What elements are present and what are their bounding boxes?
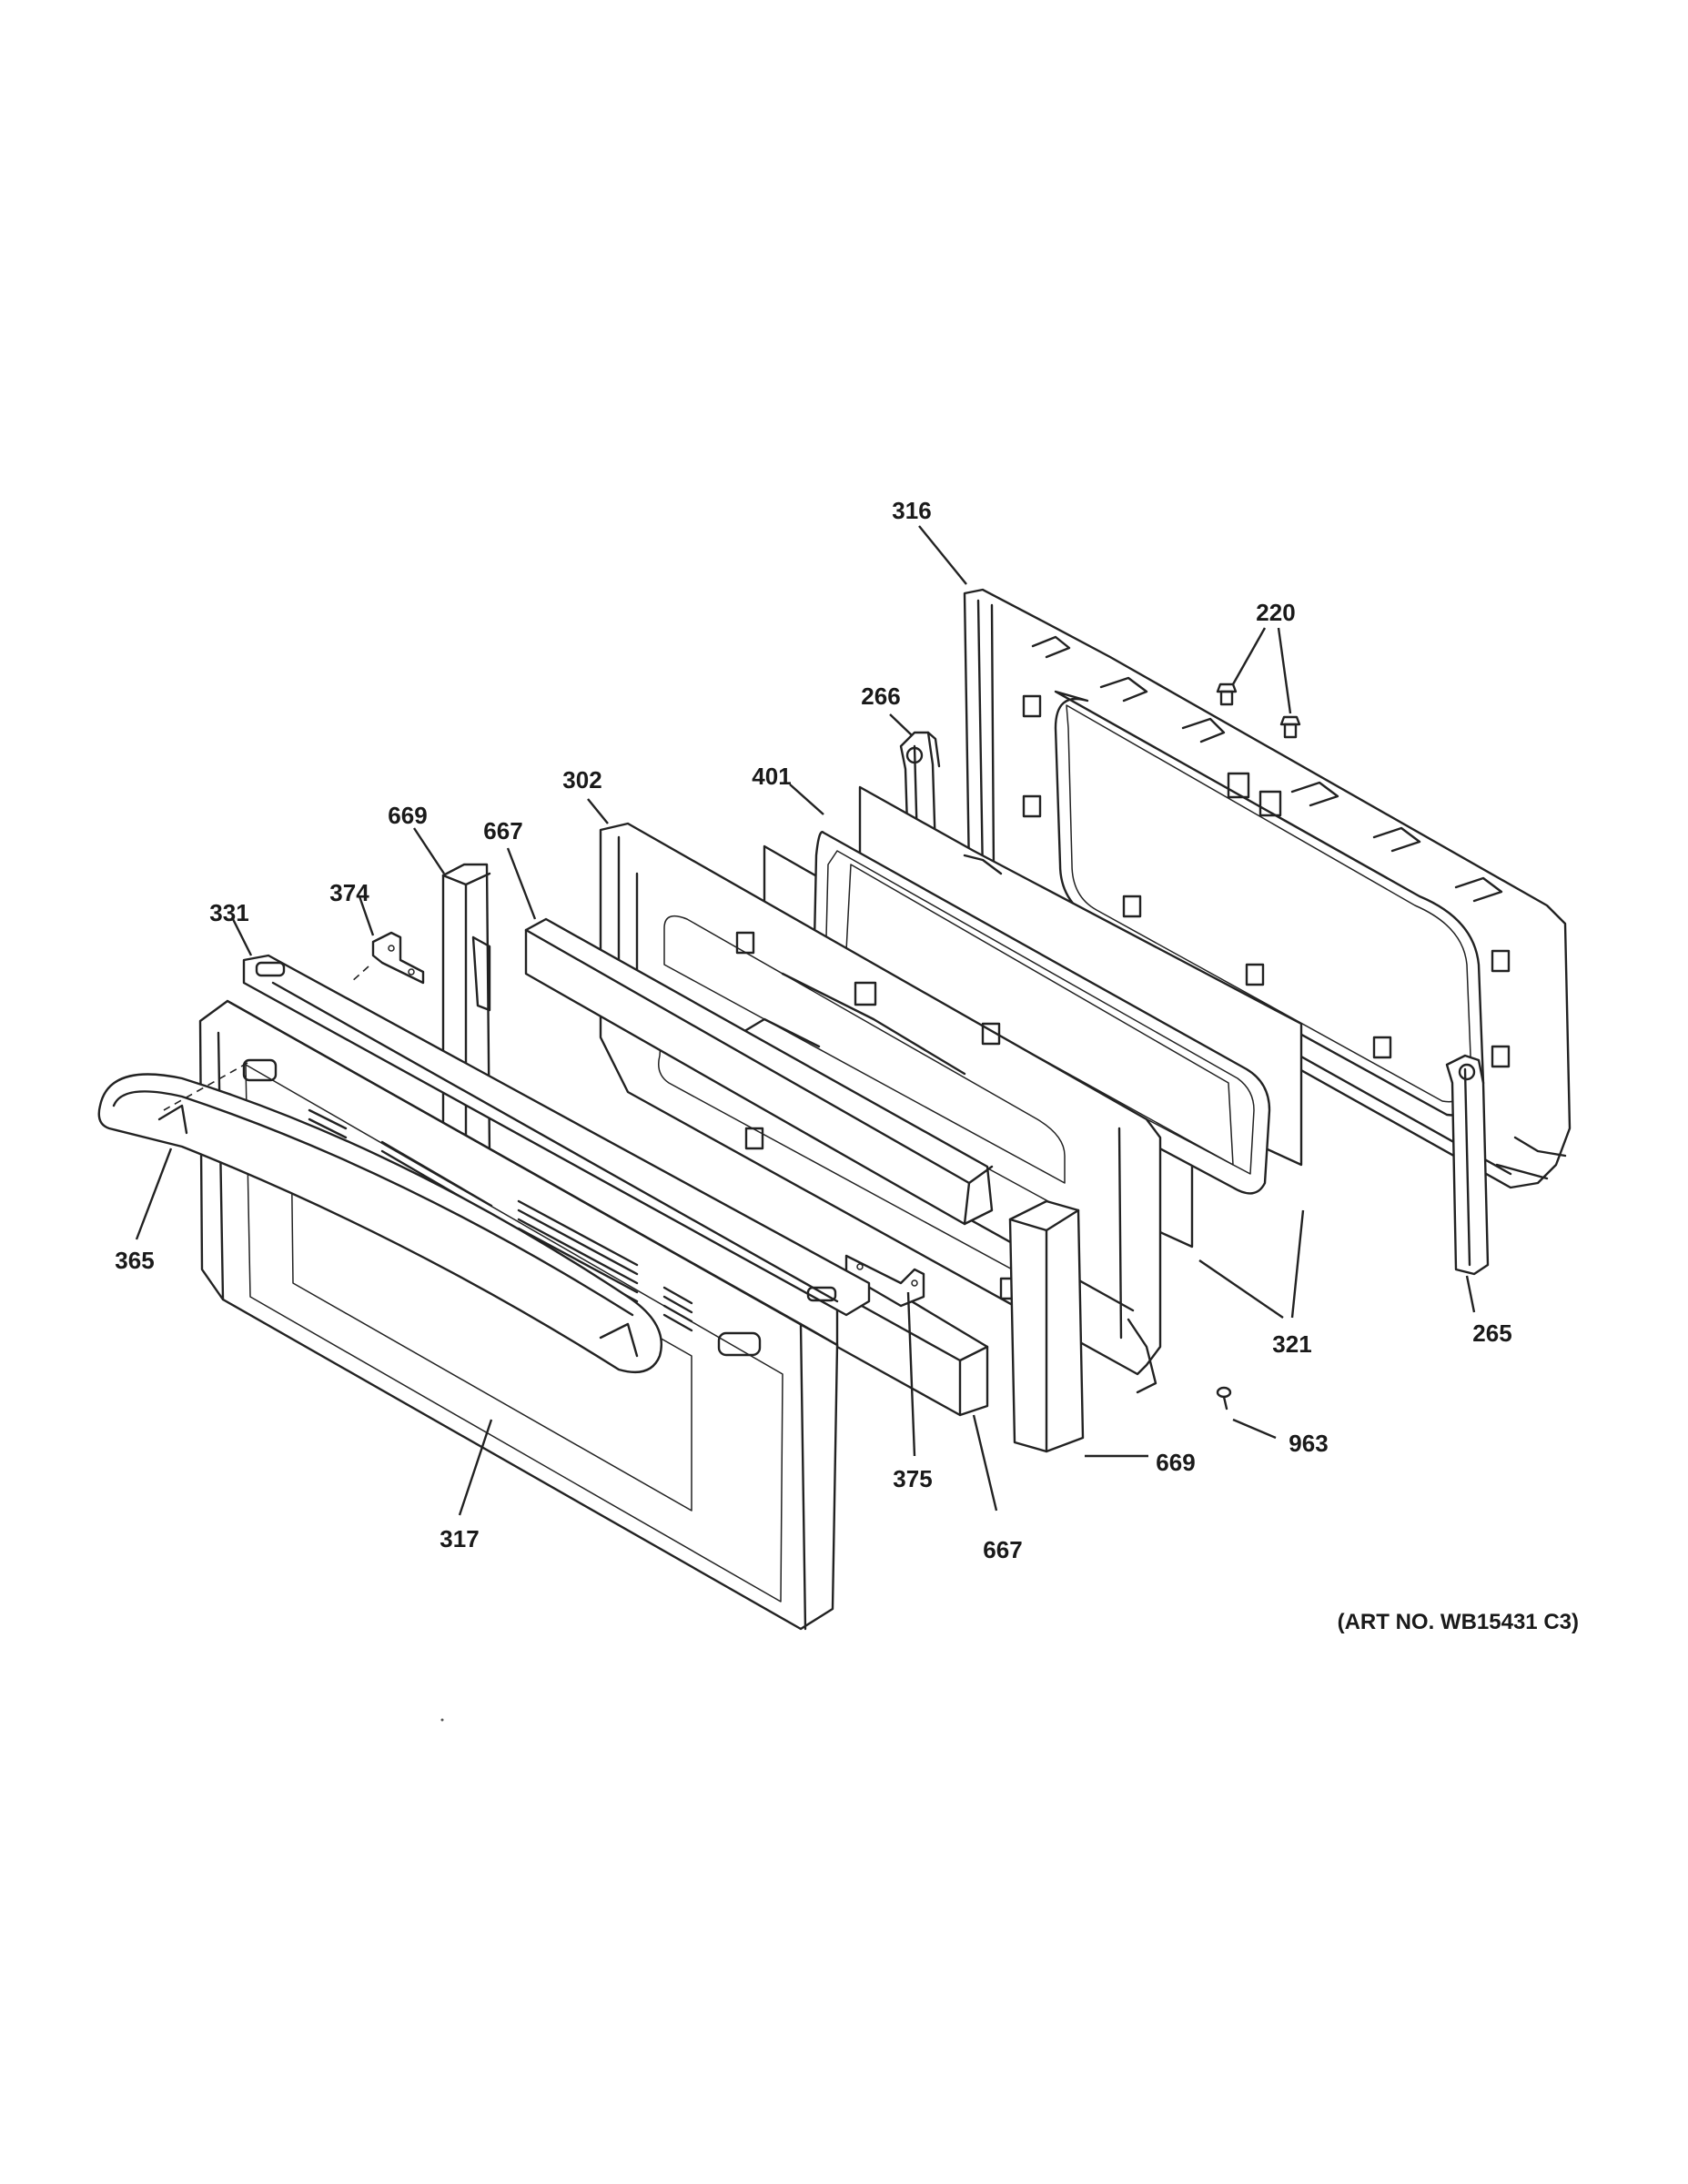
part-669-insulation-upper [441, 863, 491, 1167]
stray-mark [440, 1718, 444, 1722]
callout-266: 266 [861, 682, 900, 710]
assembly-guides [163, 966, 369, 1111]
callout-667-top: 667 [483, 817, 522, 844]
callout-302: 302 [562, 766, 601, 794]
leader-lines [135, 525, 1476, 1516]
callout-963: 963 [1289, 1430, 1328, 1457]
part-365-door-handle [97, 1073, 662, 1374]
callout-labels: 316 220 266 401 302 669 667 374 331 365 … [115, 497, 1511, 1563]
callout-669-bottom: 669 [1156, 1449, 1195, 1476]
part-374-bracket [371, 931, 425, 985]
part-667-insulation-upper [524, 917, 994, 1226]
callout-374: 374 [329, 879, 369, 906]
callout-317: 317 [440, 1525, 479, 1552]
callout-667-bottom: 667 [983, 1536, 1022, 1563]
callout-220: 220 [1256, 599, 1295, 626]
part-963-screw [1216, 1386, 1232, 1410]
art-number: (ART NO. WB15431 C3) [1338, 1610, 1579, 1634]
part-316-door-inner-panel [963, 588, 1572, 1189]
callout-321: 321 [1272, 1330, 1311, 1358]
part-265-hinge-channel [1445, 1054, 1490, 1276]
callout-316: 316 [892, 497, 931, 524]
callout-375: 375 [893, 1465, 932, 1492]
callout-669-top: 669 [388, 802, 427, 829]
part-331-door-trim [242, 954, 871, 1317]
callout-265: 265 [1472, 1320, 1511, 1347]
callout-401: 401 [752, 763, 791, 790]
callout-331: 331 [209, 899, 248, 926]
part-669-insulation-lower [1008, 1199, 1085, 1453]
callout-365: 365 [115, 1247, 154, 1274]
